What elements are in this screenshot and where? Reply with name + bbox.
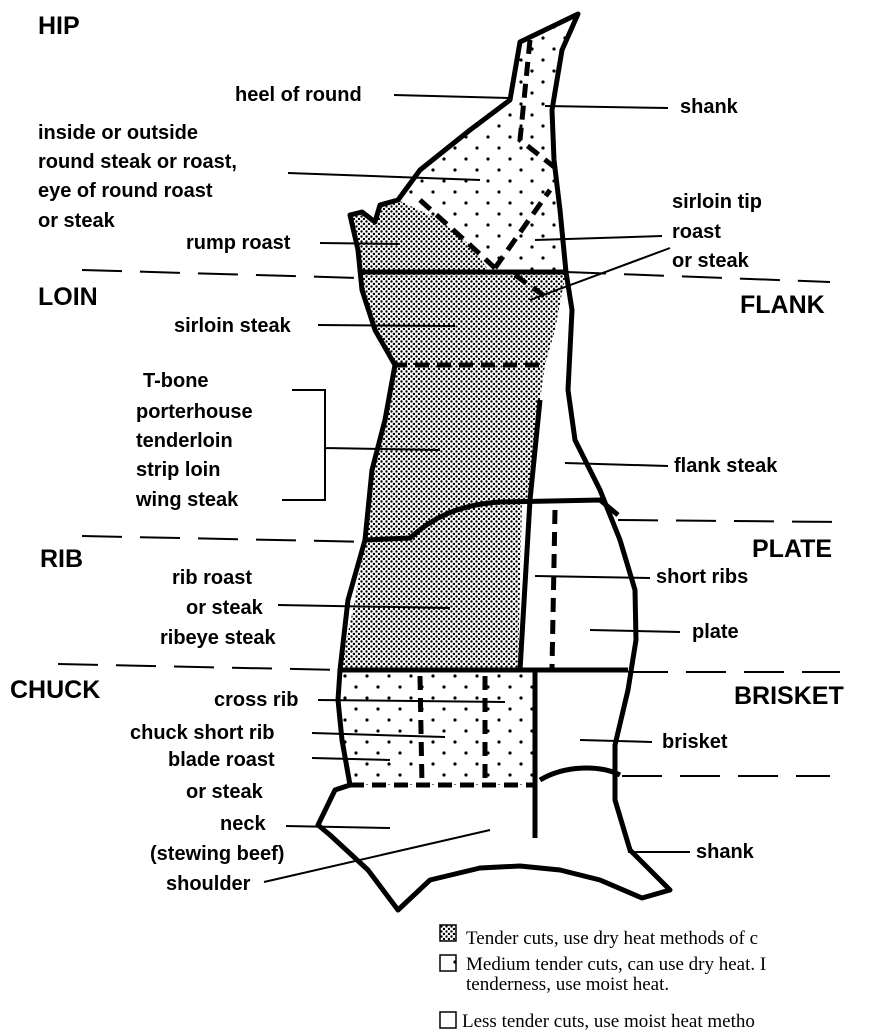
section-loin: LOIN [38, 283, 98, 311]
legend-less-text: Less tender cuts, use moist heat metho [462, 1011, 755, 1032]
leader-heel [394, 95, 510, 98]
leader-shank-top [545, 106, 668, 108]
label-round-4: or steak [38, 210, 116, 232]
label-sirloin-tip-3: or steak [672, 250, 750, 272]
section-rib: RIB [40, 545, 83, 573]
label-porterhouse: porterhouse [136, 401, 253, 423]
label-shank-top: shank [680, 96, 739, 118]
leader-sirloin [318, 325, 455, 326]
label-sirloin-tip-2: roast [672, 221, 721, 243]
legend-medium-swatch [440, 955, 456, 971]
section-chuck: CHUCK [10, 676, 100, 704]
label-strip-loin: strip loin [136, 459, 220, 481]
label-tbone: T-bone [143, 370, 209, 392]
chuck-medium-region [338, 670, 535, 785]
section-plate: PLATE [752, 535, 832, 563]
label-wing-steak: wing steak [135, 489, 239, 511]
label-cross-rib: cross rib [214, 689, 298, 711]
label-brisket: brisket [662, 731, 728, 753]
label-rib-roast: rib roast [172, 567, 252, 589]
label-blade-or-steak: or steak [186, 781, 264, 803]
legend-tender-text: Tender cuts, use dry heat methods of c [466, 928, 758, 949]
label-short-ribs: short ribs [656, 566, 748, 588]
label-round-3: eye of round roast [38, 180, 213, 202]
label-chuck-short-rib: chuck short rib [130, 722, 274, 744]
label-heel-of-round: heel of round [235, 84, 362, 106]
shortrib-dash [552, 510, 555, 668]
label-sirloin-steak: sirloin steak [174, 315, 292, 337]
label-round-2: round steak or roast, [38, 151, 237, 173]
leader-plate [590, 630, 680, 632]
label-tenderloin: tenderloin [136, 430, 233, 452]
leader-rump [320, 243, 400, 244]
label-shank-bottom: shank [696, 841, 755, 863]
label-rump-roast: rump roast [186, 232, 291, 254]
label-shoulder: shoulder [166, 873, 251, 895]
legend-less-swatch [440, 1012, 456, 1028]
label-rib-or-steak: or steak [186, 597, 264, 619]
label-plate: plate [692, 621, 739, 643]
label-ribeye-steak: ribeye steak [160, 627, 277, 649]
section-flank: FLANK [740, 291, 825, 319]
leader-brisket [580, 740, 652, 742]
label-neck: neck [220, 813, 266, 835]
label-round-1: inside or outside [38, 122, 198, 144]
label-stewing-beef: (stewing beef) [150, 843, 284, 865]
leader-flank [565, 463, 668, 466]
label-sirloin-tip-1: sirloin tip [672, 191, 762, 213]
legend-tender-swatch [440, 925, 456, 941]
brisket-curve [540, 768, 620, 780]
label-flank-steak: flank steak [674, 455, 778, 477]
leader-neck [286, 826, 390, 828]
section-hip: HIP [38, 12, 80, 40]
label-blade-roast: blade roast [168, 749, 275, 771]
legend-medium-text-1: Medium tender cuts, can use dry heat. I [466, 954, 766, 975]
legend-medium-text-2: tenderness, use moist heat. [466, 974, 669, 995]
section-brisket: BRISKET [734, 682, 844, 710]
